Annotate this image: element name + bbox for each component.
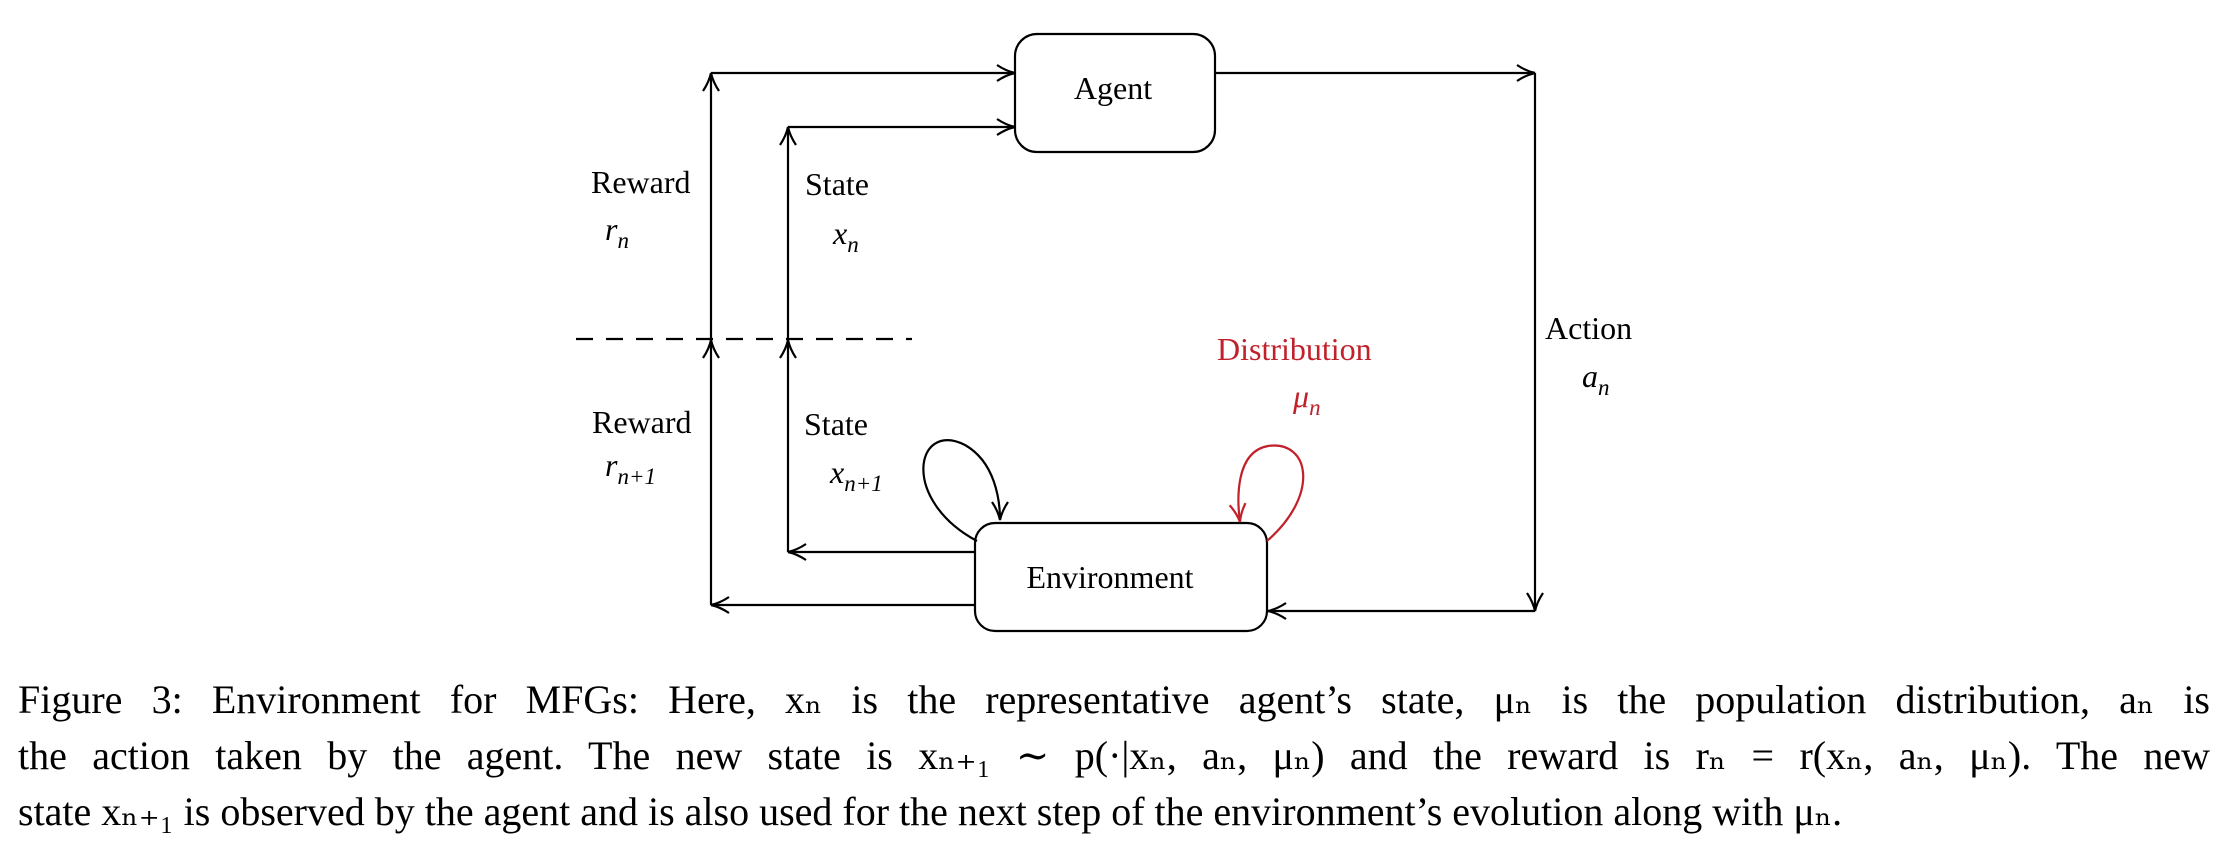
state-top-symbol: xn [832,215,859,257]
reward-bottom-label: Reward [592,404,692,440]
action-symbol: an [1582,358,1610,400]
environment-box [973,521,1269,633]
caption-line-1: Figure 3: Environment for MFGs: Here, xₙ… [18,677,2210,722]
action-edge [1215,64,1544,620]
distribution-label: Distribution [1217,331,1372,367]
state-top-label: State [805,166,869,202]
agent-label: Agent [1074,70,1152,106]
state-edge [779,118,1016,561]
mfg-environment-diagram: Agent Environment Reward rn State xn Rew… [576,32,1632,633]
environment-state-self-loop [922,439,1009,542]
environment-node: Environment [973,521,1269,633]
agent-node: Agent [1013,32,1217,154]
environment-label: Environment [1026,559,1193,595]
reward-edge [702,64,1016,614]
state-bottom-symbol: xn+1 [829,454,883,496]
figure-caption: Figure 3: Environment for MFGs: Here, xₙ… [18,672,2210,840]
reward-bottom-symbol: rn+1 [605,447,656,489]
reward-top-label: Reward [591,164,691,200]
reward-top-symbol: rn [605,211,629,253]
caption-line-3: state xₙ₊₁ is observed by the agent and … [18,789,1843,834]
agent-box [1013,32,1217,154]
caption-line-2: the action taken by the agent. The new s… [18,733,2210,778]
environment-distribution-self-loop [1228,444,1305,542]
state-bottom-label: State [804,406,868,442]
distribution-symbol: μn [1292,378,1321,420]
action-label: Action [1545,310,1632,346]
